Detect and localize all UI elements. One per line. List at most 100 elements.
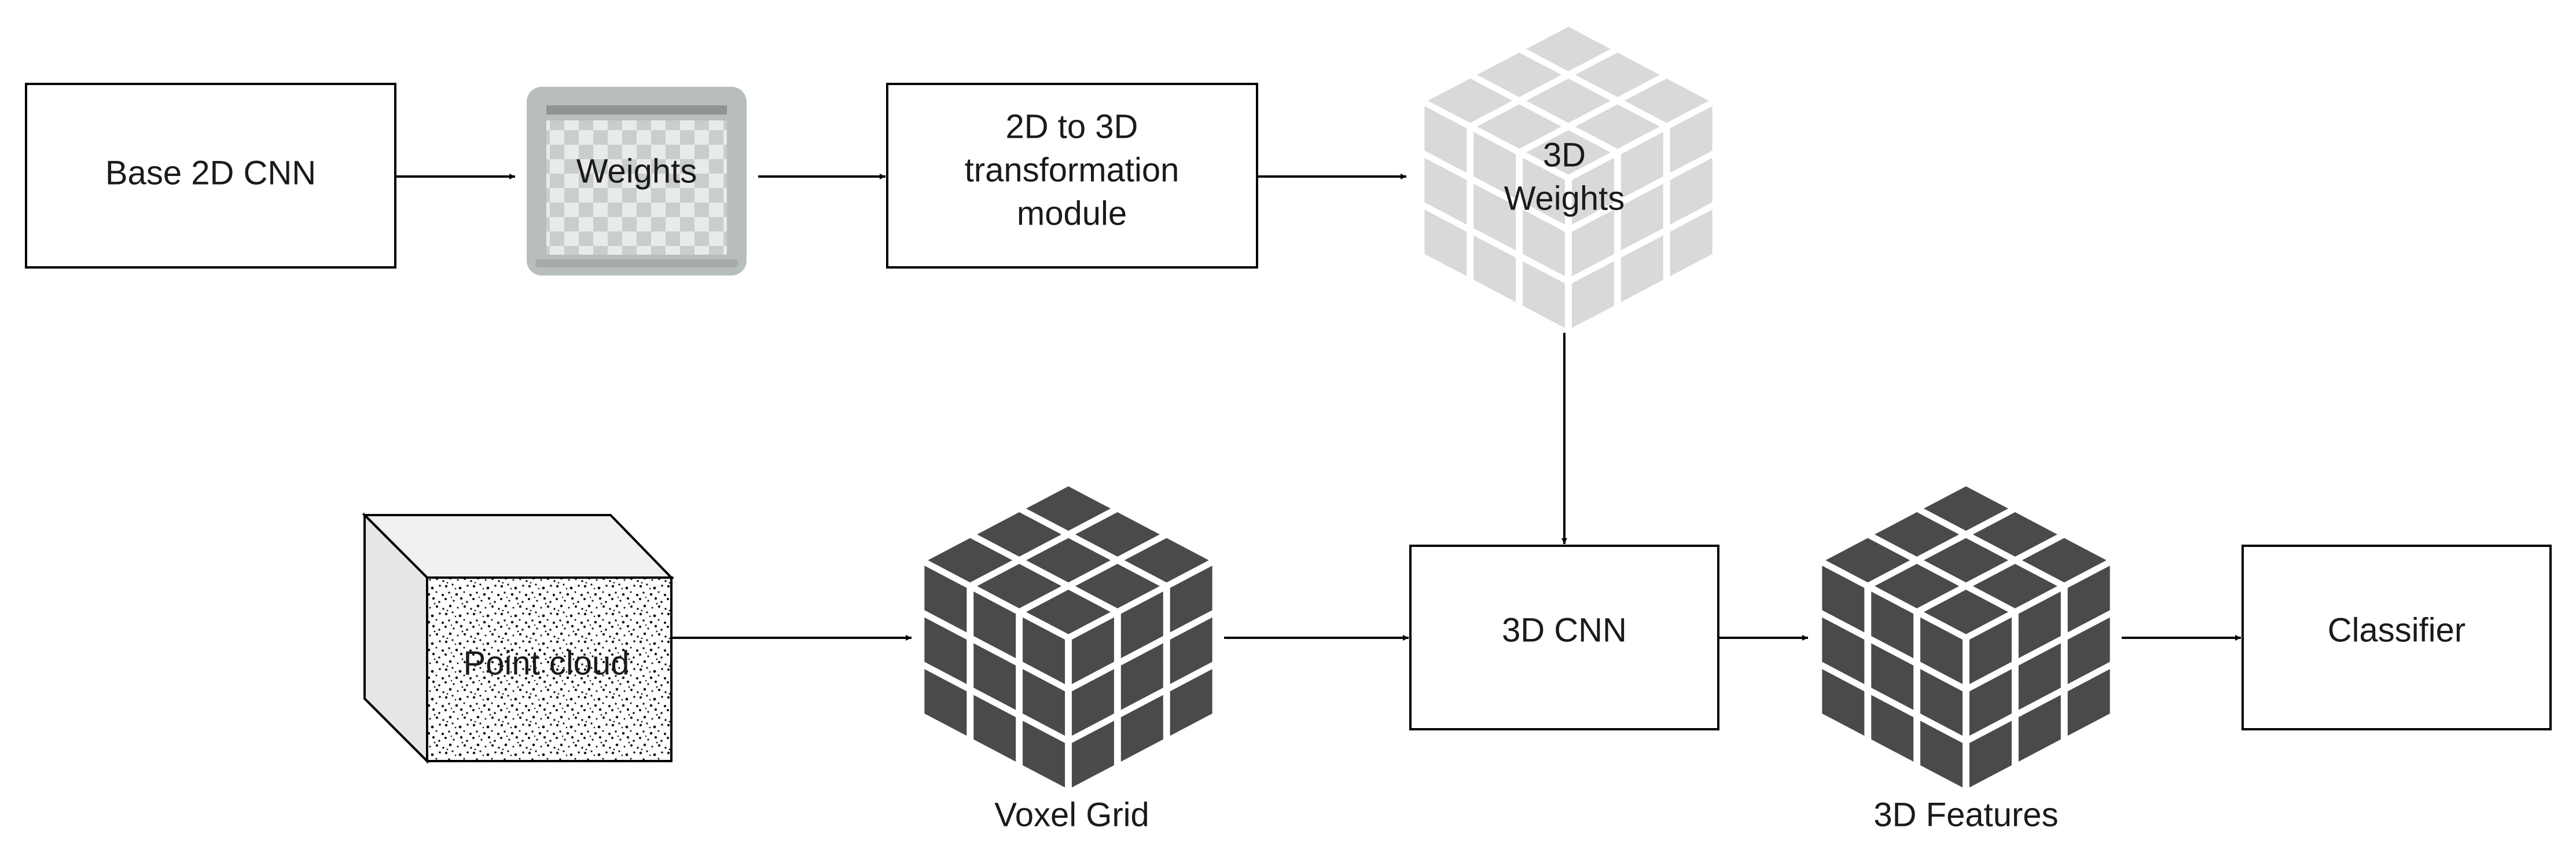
cube-cell bbox=[1170, 565, 1212, 633]
cube-cell bbox=[1523, 210, 1566, 277]
cube-cell bbox=[977, 512, 1062, 557]
transformation-module-node: 2D to 3D transformation module bbox=[886, 83, 1258, 269]
cube-cell bbox=[1071, 669, 1114, 736]
cube-cell bbox=[928, 538, 1013, 583]
cube-cell bbox=[1871, 643, 1914, 710]
3d-cnn-label: 3D CNN bbox=[1502, 611, 1627, 649]
3d-features-node: 3D Features bbox=[1822, 486, 2110, 833]
cube-cell bbox=[2067, 617, 2110, 684]
cube-cell bbox=[973, 643, 1016, 710]
cube-cell bbox=[924, 669, 967, 736]
voxel-grid-label: Voxel Grid bbox=[994, 796, 1149, 833]
3d-weights-label-line1: 3D bbox=[1543, 136, 1586, 174]
transformation-module-label-line2: transformation bbox=[965, 151, 1179, 189]
cube-cell bbox=[1972, 564, 2057, 609]
cube-cell bbox=[1571, 261, 1614, 328]
edges bbox=[396, 174, 2241, 641]
cube-cell bbox=[1875, 512, 1960, 557]
cube-cell bbox=[2018, 592, 2061, 659]
classifier-label: Classifier bbox=[2328, 611, 2466, 649]
cube-cell bbox=[1473, 235, 1516, 302]
cube-cell bbox=[1026, 486, 1111, 531]
cube-cell bbox=[924, 617, 967, 684]
cube-cell bbox=[1620, 183, 1663, 251]
cube-cell bbox=[1477, 52, 1562, 97]
3d-cnn-node: 3D CNN bbox=[1409, 545, 1719, 730]
cube-cell bbox=[1428, 78, 1513, 123]
cube-cell bbox=[1620, 235, 1663, 302]
cube-cell bbox=[1526, 27, 1611, 72]
weights-node: Weights bbox=[527, 87, 747, 275]
cube-cell bbox=[977, 564, 1062, 609]
cube-cell bbox=[1170, 669, 1212, 736]
cube-cell bbox=[1969, 721, 2012, 788]
3d-weights-label-line2: Weights bbox=[1504, 179, 1625, 217]
cube-cell bbox=[2067, 669, 2110, 736]
cube-cell bbox=[1969, 617, 2012, 684]
cube-cell bbox=[1170, 617, 1212, 684]
cube-cell bbox=[1120, 695, 1163, 762]
cube-cell bbox=[1424, 157, 1467, 225]
voxel-grid-node: Voxel Grid bbox=[924, 486, 1212, 833]
point-cloud-label: Point cloud bbox=[464, 644, 630, 682]
cube-cell bbox=[1620, 132, 1663, 199]
cube-cell bbox=[1871, 592, 1914, 659]
classifier-node: Classifier bbox=[2241, 545, 2552, 730]
cube-cell bbox=[1424, 106, 1467, 173]
3d-features-cube-icon bbox=[1822, 486, 2110, 788]
cube-cell bbox=[1920, 617, 1963, 684]
cube-cell bbox=[1120, 592, 1163, 659]
cube-cell bbox=[973, 695, 1016, 762]
cube-cell bbox=[1075, 512, 1160, 557]
cube-cell bbox=[1875, 564, 1960, 609]
cube-cell bbox=[924, 565, 967, 633]
cube-cell bbox=[1526, 130, 1611, 175]
3d-weights-cube-icon bbox=[1424, 27, 1713, 328]
cube-cell bbox=[1825, 538, 1910, 583]
cube-cell bbox=[1571, 210, 1614, 277]
transformation-module-label-line3: module bbox=[1017, 194, 1127, 232]
cube-cell bbox=[1924, 486, 2008, 531]
cube-cell bbox=[1822, 565, 1865, 633]
cube-cell bbox=[2067, 565, 2110, 633]
cube-cell bbox=[1473, 183, 1516, 251]
cube-cell bbox=[1972, 512, 2057, 557]
3d-weights-node: 3D Weights bbox=[1424, 27, 1713, 328]
cube-cell bbox=[1924, 538, 2008, 583]
cube-cell bbox=[1023, 669, 1065, 736]
cube-cell bbox=[1023, 721, 1065, 788]
cube-cell bbox=[1071, 721, 1114, 788]
base-2d-cnn-label: Base 2D CNN bbox=[105, 154, 316, 192]
cube-cell bbox=[1124, 538, 1209, 583]
cube-cell bbox=[1670, 210, 1713, 277]
cube-cell bbox=[2022, 538, 2107, 583]
cube-cell bbox=[1969, 669, 2012, 736]
cube-cell bbox=[1120, 643, 1163, 710]
cube-cell bbox=[1526, 78, 1611, 123]
cube-cell bbox=[2018, 695, 2061, 762]
transformation-module-label-line1: 2D to 3D bbox=[1006, 108, 1138, 145]
cube-cell bbox=[1026, 538, 1111, 583]
cube-cell bbox=[1575, 104, 1660, 149]
cube-cell bbox=[973, 592, 1016, 659]
cube-cell bbox=[1026, 589, 1111, 634]
point-cloud-node: Point cloud bbox=[362, 512, 674, 764]
cube-cell bbox=[1023, 617, 1065, 684]
base-2d-cnn-node: Base 2D CNN bbox=[25, 83, 396, 269]
point-cloud-noise-icon bbox=[426, 576, 673, 762]
cube-cell bbox=[1920, 721, 1963, 788]
cube-cell bbox=[1822, 617, 1865, 684]
cube-cell bbox=[1071, 617, 1114, 684]
cube-cell bbox=[1670, 106, 1713, 173]
weights-label: Weights bbox=[576, 152, 697, 190]
cube-cell bbox=[1920, 669, 1963, 736]
cube-cell bbox=[1424, 210, 1467, 277]
cube-cell bbox=[1477, 104, 1562, 149]
cube-cell bbox=[1624, 78, 1709, 123]
cube-cell bbox=[1670, 157, 1713, 225]
cube-cell bbox=[1473, 132, 1516, 199]
3d-features-label: 3D Features bbox=[1873, 796, 2058, 833]
cube-cell bbox=[1523, 157, 1566, 225]
cube-cell bbox=[2018, 643, 2061, 710]
